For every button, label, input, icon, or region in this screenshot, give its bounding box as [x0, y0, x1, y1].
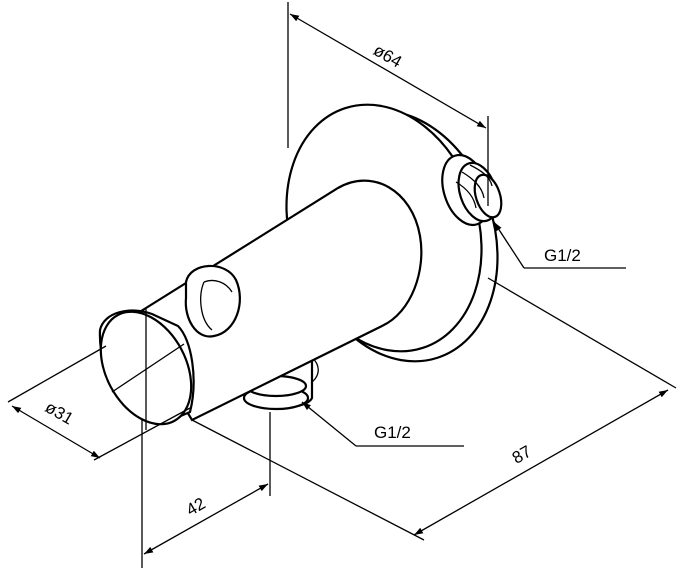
label-flange-diameter: ø64	[370, 40, 405, 71]
holder-body	[128, 179, 423, 422]
label-thread-bottom: G1/2	[374, 423, 411, 442]
front-cap	[98, 308, 195, 430]
leader-thread-bottom: G1/2	[301, 401, 464, 447]
dimension-depth-short: 42	[141, 412, 271, 568]
leader-thread-top: G1/2	[493, 221, 626, 269]
label-holder-diameter: ø31	[42, 397, 77, 428]
label-thread-top: G1/2	[544, 246, 581, 265]
label-depth-short: 42	[183, 494, 209, 520]
label-depth-total: 87	[509, 442, 535, 468]
